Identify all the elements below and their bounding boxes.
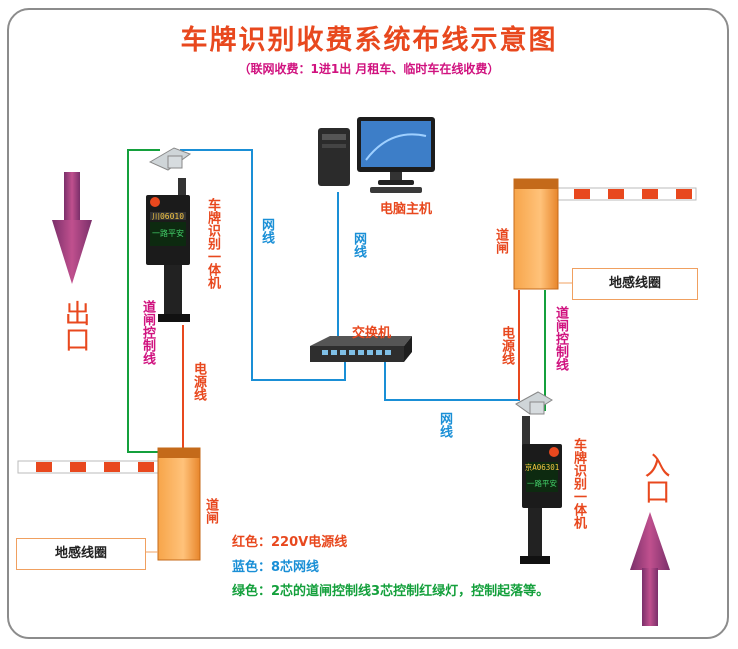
computer-label: 电脑主机 [380,202,433,217]
entrance-label: 入口 [640,452,670,504]
network-cable-label-computer: 网线 [351,232,366,258]
exit-arrow-icon [52,172,92,284]
display-left-line2: 一路平安 [152,228,184,238]
network-cable-label-right: 网线 [437,412,452,438]
camera-icon [148,147,192,171]
lpr-right-label: 车牌识别一体机 [571,438,586,529]
control-cable-left [127,149,160,453]
lpr-unit-left [146,147,192,322]
barrier-left-label: 道闸 [203,498,218,524]
legend-blue: 蓝色：8芯网线 [232,560,320,575]
barrier-gate-right [513,178,697,290]
coil-right-box: 地感线圈 [572,268,698,300]
control-cable-label-left: 道闸控制线 [140,300,155,365]
entrance-arrow-icon [630,512,670,626]
barrier-gate-left [17,447,201,561]
barrier-right-label: 道闸 [493,228,508,254]
display-right-line1: 京A06301 [525,462,560,472]
power-cable-label-left: 电源线 [191,362,206,401]
network-cable-right [384,362,520,401]
coil-left-box: 地感线圈 [16,538,146,570]
network-cable-label-left: 网线 [259,218,274,244]
power-cable-label-right: 电源线 [499,326,514,365]
control-cable-label-right: 道闸控制线 [553,306,568,371]
lpr-left-label: 车牌识别一体机 [205,198,220,289]
display-right-line2: 一路平安 [527,478,557,488]
switch-icon [310,336,412,362]
network-cables [180,149,520,401]
switch-label: 交换机 [352,326,392,341]
control-cables [127,149,546,453]
network-cable-left [180,149,346,381]
display-left-line1: 川06010 [152,212,184,221]
computer-icon [318,117,435,193]
legend-green: 绿色：2芯的道闸控制线3芯控制红绿灯，控制起落等。 [232,584,550,599]
legend-red: 红色：220V电源线 [232,535,348,550]
page-subtitle: （联网收费：1进1出 月租车、临时车在线收费） [238,62,500,76]
exit-label: 出口 [60,300,90,352]
power-cables [182,290,520,448]
camera-icon [515,391,553,415]
lpr-unit-right [515,391,562,564]
page-title: 车牌识别收费系统布线示意图 [180,25,558,56]
